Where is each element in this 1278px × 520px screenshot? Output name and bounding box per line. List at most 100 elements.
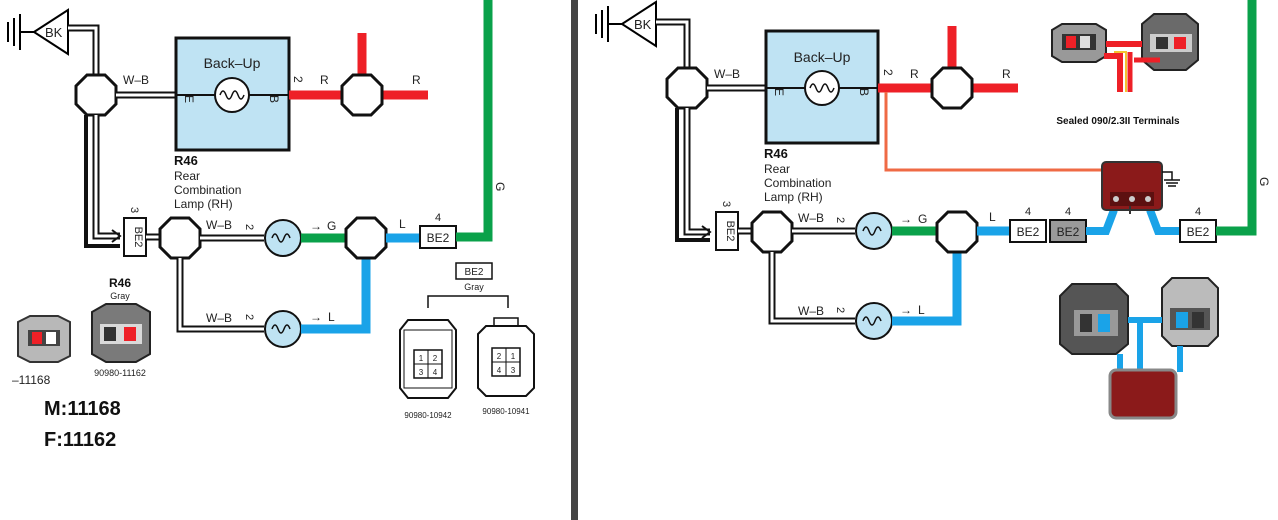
r46-line1: Rear [174, 169, 200, 183]
r46-line3: Lamp (RH) [764, 190, 823, 204]
wire-label-r2: R [412, 73, 421, 87]
wire-label-g-vertical: G [1257, 177, 1271, 186]
wire-label-l1: L [328, 310, 335, 324]
ground-label: BK [634, 17, 652, 32]
wire-label-g: G [918, 212, 927, 226]
l2-bulb-icon [264, 219, 302, 257]
conn-b-pin1: 2 [497, 352, 502, 361]
connector-10942-icon: 1 2 3 4 [399, 319, 457, 399]
wire-label-l2: L [399, 217, 406, 231]
wire-label-l1: L [918, 303, 925, 317]
be2-b-label: BE2 [1057, 225, 1080, 239]
male-part-label: M:11168 [44, 398, 121, 420]
junction-node [935, 210, 979, 254]
module-icon [1101, 161, 1163, 214]
l3-bulb-icon [264, 310, 302, 348]
pin-e-label: E [772, 88, 786, 96]
connector-10941-icon: 2 1 4 3 [477, 317, 535, 397]
ground-label: BK [45, 25, 63, 40]
junction-node [344, 216, 388, 260]
wire-label-r2: R [1002, 67, 1011, 81]
wire-label-g: G [327, 219, 336, 233]
l3-pin: 2 [834, 307, 846, 313]
r46-line2: Combination [174, 183, 241, 197]
wire-label-wb3: W–B [798, 304, 824, 318]
r46-line2: Combination [764, 176, 831, 190]
junction-node [750, 210, 794, 254]
l2-bulb-icon [855, 212, 893, 250]
connector-11162-icon [91, 303, 151, 363]
be2-box [455, 262, 493, 280]
ground-symbol-left: BK [7, 8, 69, 56]
wire-label-wb: W–B [714, 67, 740, 81]
be2-vertical-pin: 3 [720, 201, 732, 207]
left-panel: BK W–B Back–Up E B 2 R R R46 [7, 0, 535, 451]
junction-node [74, 73, 118, 117]
conn-a-pin4: 4 [433, 368, 438, 377]
be2-a-pin: 4 [1025, 206, 1031, 218]
panel-divider [571, 0, 578, 520]
r46-connector-code: R46 [109, 276, 131, 290]
r46-connector-color: Gray [110, 291, 130, 301]
junction-node [158, 216, 202, 260]
female-part-label: F:11162 [44, 429, 116, 451]
sealed-terminals-caption: Sealed 090/2.3II Terminals [1056, 116, 1180, 127]
conn-a-pin1: 1 [419, 354, 424, 363]
connector-11168-icon [17, 315, 71, 363]
be2-c-label: BE2 [1187, 225, 1210, 239]
be2-vertical-pin: 3 [128, 207, 140, 213]
pin-b-label: B [267, 95, 281, 103]
be2-b-pin: 4 [1065, 206, 1071, 218]
be2-c-pin: 4 [1195, 206, 1201, 218]
be2-box-color: Gray [464, 282, 484, 292]
conn-b-pin3: 4 [497, 366, 502, 375]
conn-a-pin2: 2 [433, 354, 438, 363]
conn-b-part: 90980-10941 [482, 407, 530, 416]
backup-lamp-title: Back–Up [204, 55, 261, 71]
r46-line1: Rear [764, 162, 790, 176]
wire-label-r1: R [910, 67, 919, 81]
conn-b-pin2: 1 [511, 352, 516, 361]
r46-connector-part: 90980-11162 [94, 368, 146, 378]
be2-box-label: BE2 [465, 267, 484, 278]
l3-bulb-icon [855, 302, 893, 340]
be2-vertical-label: BE2 [132, 227, 144, 248]
r46-code: R46 [174, 153, 198, 168]
left-connector-part: –11168 [12, 373, 51, 387]
ground-symbol-right: BK [595, 0, 657, 48]
be2-a-label: BE2 [1017, 225, 1040, 239]
be2-connector-a [1009, 219, 1047, 243]
r46-line3: Lamp (RH) [174, 197, 233, 211]
junction-node [665, 66, 709, 110]
be2-right-pin: 4 [435, 212, 441, 224]
wire-label-r1: R [320, 73, 329, 87]
junction-node [340, 73, 384, 117]
wire-label-wb3: W–B [206, 311, 232, 325]
wire-label-wb2: W–B [206, 218, 232, 232]
svg-text:→: → [310, 219, 322, 233]
wire-label-l2: L [989, 210, 996, 224]
svg-text:→: → [310, 310, 322, 324]
pin-e-label: E [182, 95, 196, 103]
pin-b-label: B [857, 88, 871, 96]
svg-text:→: → [900, 303, 912, 317]
wire-label-g-vertical: G [493, 182, 507, 191]
conn-a-pin3: 3 [419, 368, 424, 377]
l2-pin: 2 [243, 224, 255, 230]
r46-code: R46 [764, 146, 788, 161]
conn-b-pin4: 3 [511, 366, 516, 375]
l2-pin: 2 [834, 217, 846, 223]
l3-pin: 2 [243, 314, 255, 320]
junction-node [930, 66, 974, 110]
svg-text:→: → [900, 212, 912, 226]
conn-a-part: 90980-10942 [404, 411, 452, 420]
right-panel: BK W–B Back–Up E B 2 R R R46 Rear Combin… [595, 0, 1271, 420]
sealed-connector-icon [1051, 13, 1199, 92]
backup-lamp-title: Back–Up [794, 49, 851, 65]
be2-right-label: BE2 [427, 231, 450, 245]
pin-num-label: 2 [291, 76, 305, 83]
wire-label-wb: W–B [123, 73, 149, 87]
pin-num-label: 2 [881, 69, 895, 76]
lower-connectors-icon [1059, 277, 1219, 420]
